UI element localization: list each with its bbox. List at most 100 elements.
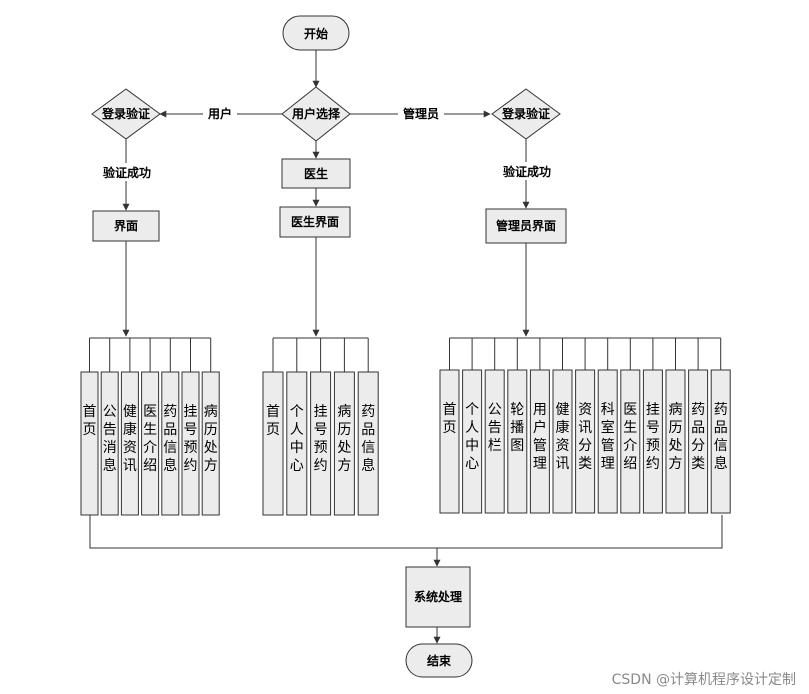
node-choice-label: 用户选择 bbox=[291, 106, 341, 121]
module-column-box bbox=[642, 369, 663, 514]
node-user-ui-label: 界面 bbox=[114, 218, 138, 233]
module-label: 医生介绍 bbox=[143, 404, 157, 474]
module-column-box bbox=[597, 369, 618, 514]
module-label: 健康资讯 bbox=[123, 404, 137, 474]
module-column-box bbox=[710, 369, 731, 514]
module-column: 病历处方 bbox=[333, 371, 355, 516]
module-label: 轮播图 bbox=[510, 402, 524, 454]
node-end bbox=[405, 643, 473, 678]
edge-label-admin-ok: 验证成功 bbox=[503, 164, 551, 179]
module-column: 轮播图 bbox=[507, 369, 528, 514]
module-column: 首页 bbox=[439, 369, 460, 514]
connectors bbox=[89, 50, 723, 644]
module-column-box bbox=[286, 371, 308, 516]
node-start bbox=[282, 15, 350, 51]
module-label: 首页 bbox=[83, 404, 97, 438]
node-start-label: 开始 bbox=[304, 26, 328, 41]
module-label: 病历处方 bbox=[337, 404, 351, 474]
node-doctor-label: 医生 bbox=[304, 166, 328, 181]
bus-doctor bbox=[272, 337, 369, 372]
node-choice bbox=[281, 86, 351, 142]
module-label: 药品信息 bbox=[714, 402, 728, 472]
module-column-box bbox=[665, 369, 686, 514]
module-label: 病历处方 bbox=[204, 404, 218, 474]
module-column-box bbox=[181, 371, 200, 516]
bus-user bbox=[89, 337, 212, 372]
node-user-ui bbox=[92, 210, 160, 242]
bus-admin bbox=[449, 337, 722, 370]
module-column-box bbox=[120, 371, 139, 516]
module-column: 公告消息 bbox=[100, 371, 119, 516]
module-label: 科室管理 bbox=[601, 402, 615, 472]
module-column: 用户管理 bbox=[529, 369, 550, 514]
module-column: 科室管理 bbox=[597, 369, 618, 514]
module-column: 药品信息 bbox=[710, 369, 731, 514]
module-label: 药品信息 bbox=[163, 404, 177, 474]
node-admin-ui bbox=[485, 208, 567, 244]
node-admin-ui-label: 管理员界面 bbox=[496, 218, 556, 233]
module-label: 用户管理 bbox=[533, 402, 547, 472]
module-column-box bbox=[439, 369, 460, 514]
module-column-box bbox=[462, 369, 483, 514]
module-column-box bbox=[161, 371, 180, 516]
node-admin-login bbox=[491, 88, 561, 140]
module-label: 挂号预约 bbox=[314, 404, 328, 474]
module-column-box bbox=[620, 369, 641, 514]
module-label: 药品分类 bbox=[691, 402, 705, 472]
node-user-login bbox=[91, 88, 161, 140]
node-process bbox=[405, 566, 471, 628]
module-column: 健康资讯 bbox=[552, 369, 573, 514]
module-column-box bbox=[688, 369, 709, 514]
edge-label-user: 用户 bbox=[207, 106, 232, 121]
edge-label-admin: 管理员 bbox=[403, 106, 439, 121]
module-column-box bbox=[529, 369, 550, 514]
module-column: 首页 bbox=[262, 371, 284, 516]
module-column-box bbox=[484, 369, 505, 514]
module-column: 首页 bbox=[80, 371, 99, 516]
module-column: 公告栏 bbox=[484, 369, 505, 514]
node-doctor-ui bbox=[279, 206, 351, 238]
module-column-box bbox=[141, 371, 160, 516]
module-column: 资讯分类 bbox=[575, 369, 596, 514]
module-column: 挂号预约 bbox=[642, 369, 663, 514]
module-column: 医生介绍 bbox=[141, 371, 160, 516]
module-column-box bbox=[357, 371, 379, 516]
module-column: 药品信息 bbox=[357, 371, 379, 516]
module-column: 医生介绍 bbox=[620, 369, 641, 514]
module-label: 药品信息 bbox=[361, 404, 375, 474]
node-admin-login-label: 登录验证 bbox=[501, 106, 550, 121]
module-column: 药品信息 bbox=[161, 371, 180, 516]
module-label: 个人中心 bbox=[290, 404, 304, 474]
module-label: 健康资讯 bbox=[556, 402, 570, 472]
module-label: 个人中心 bbox=[465, 402, 479, 472]
admin-modules: 首页个人中心公告栏轮播图用户管理健康资讯资讯分类科室管理医生介绍挂号预约病历处方… bbox=[439, 369, 731, 514]
module-label: 挂号预约 bbox=[184, 404, 198, 474]
module-column-box bbox=[552, 369, 573, 514]
module-label: 医生介绍 bbox=[623, 402, 637, 472]
watermark: CSDN @计算机程序设计定制 bbox=[612, 672, 796, 688]
edge-modules-merge bbox=[89, 515, 723, 549]
module-column-box bbox=[507, 369, 528, 514]
module-column: 个人中心 bbox=[462, 369, 483, 514]
module-column: 药品分类 bbox=[688, 369, 709, 514]
module-label: 公告消息 bbox=[103, 404, 117, 474]
module-column: 病历处方 bbox=[201, 371, 220, 516]
module-column: 挂号预约 bbox=[310, 371, 332, 516]
node-end-label: 结束 bbox=[427, 653, 452, 668]
module-column-box bbox=[333, 371, 355, 516]
module-column: 病历处方 bbox=[665, 369, 686, 514]
module-label: 首页 bbox=[443, 402, 457, 436]
module-label: 病历处方 bbox=[669, 402, 683, 472]
module-label: 公告栏 bbox=[488, 402, 502, 454]
module-column-box bbox=[100, 371, 119, 516]
edge-label-user-ok: 验证成功 bbox=[103, 165, 151, 180]
module-column-box bbox=[310, 371, 332, 516]
module-column: 个人中心 bbox=[286, 371, 308, 516]
module-column-box bbox=[80, 371, 99, 516]
module-column: 挂号预约 bbox=[181, 371, 200, 516]
module-column-box bbox=[262, 371, 284, 516]
module-column: 健康资讯 bbox=[120, 371, 139, 516]
